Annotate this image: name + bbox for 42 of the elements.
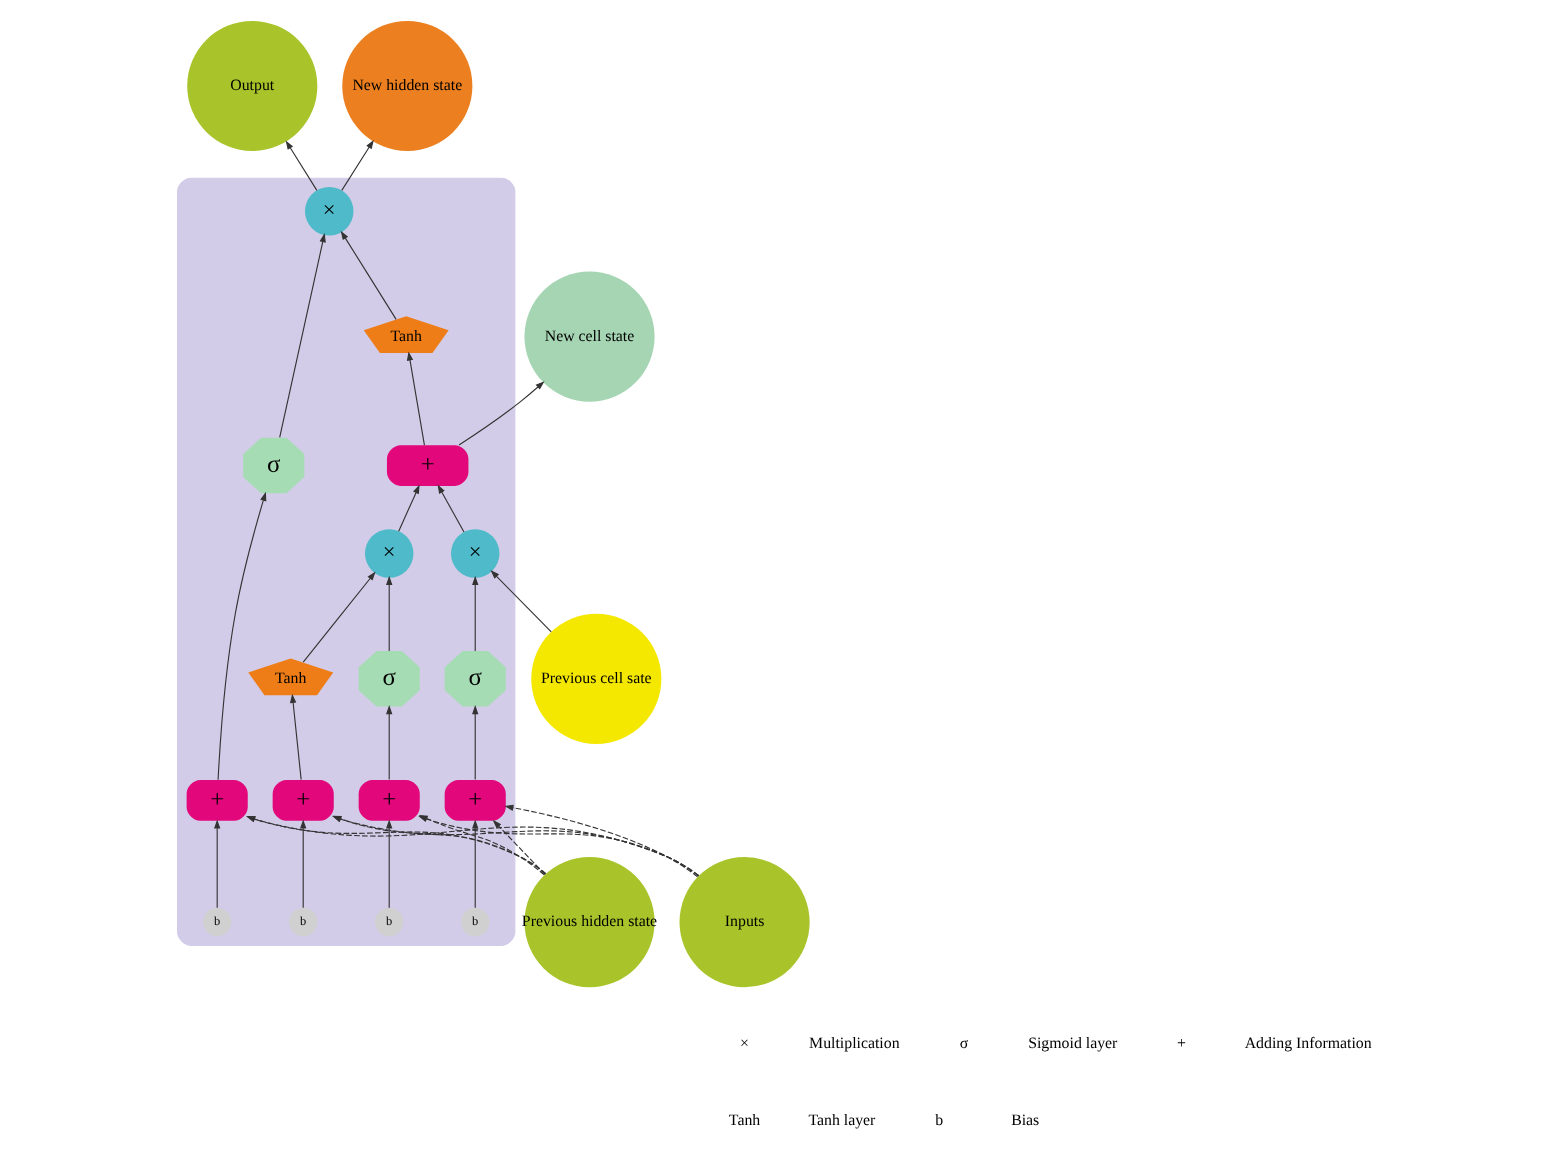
arrow — [471, 819, 478, 909]
label: Sigmoid layer — [1027, 1033, 1117, 1052]
node-box: + — [357, 780, 419, 821]
arrow — [289, 693, 301, 781]
label: × — [739, 1033, 749, 1052]
node-circle: New cell state — [523, 271, 654, 402]
label: Multiplication — [808, 1033, 899, 1052]
label: Adding Information — [1243, 1033, 1371, 1052]
arrow — [216, 491, 266, 781]
node-circle: × — [363, 529, 413, 578]
label: b — [934, 1110, 943, 1129]
label: σ — [958, 1033, 968, 1052]
arrow — [397, 484, 419, 532]
arrow — [339, 230, 396, 320]
arrow — [385, 705, 392, 781]
arrow — [491, 819, 545, 876]
arrow — [385, 575, 392, 652]
node-box: + — [443, 780, 505, 821]
node-circle: Inputs — [678, 857, 809, 988]
label: Tanh layer — [807, 1110, 875, 1129]
arrow — [284, 140, 317, 191]
node-box: + — [271, 780, 333, 821]
arrow — [213, 819, 220, 909]
label: Bias — [1010, 1110, 1039, 1129]
arrow — [278, 233, 325, 439]
arrow — [503, 804, 698, 878]
node-box: + — [185, 780, 247, 821]
node-circle: × — [304, 187, 353, 236]
arrow — [489, 570, 551, 633]
arrow — [299, 819, 306, 909]
label: + — [1175, 1033, 1185, 1052]
node-box: + — [385, 445, 468, 486]
arrow — [340, 139, 373, 191]
arrow — [471, 575, 478, 652]
arrow — [436, 484, 464, 533]
arrow — [471, 705, 478, 781]
arrow — [385, 819, 392, 909]
arrow — [405, 351, 424, 446]
node-circle: Previous cell sate — [530, 613, 661, 744]
arrow — [457, 381, 544, 446]
label: Tanh — [727, 1110, 760, 1129]
arrow — [301, 571, 375, 663]
